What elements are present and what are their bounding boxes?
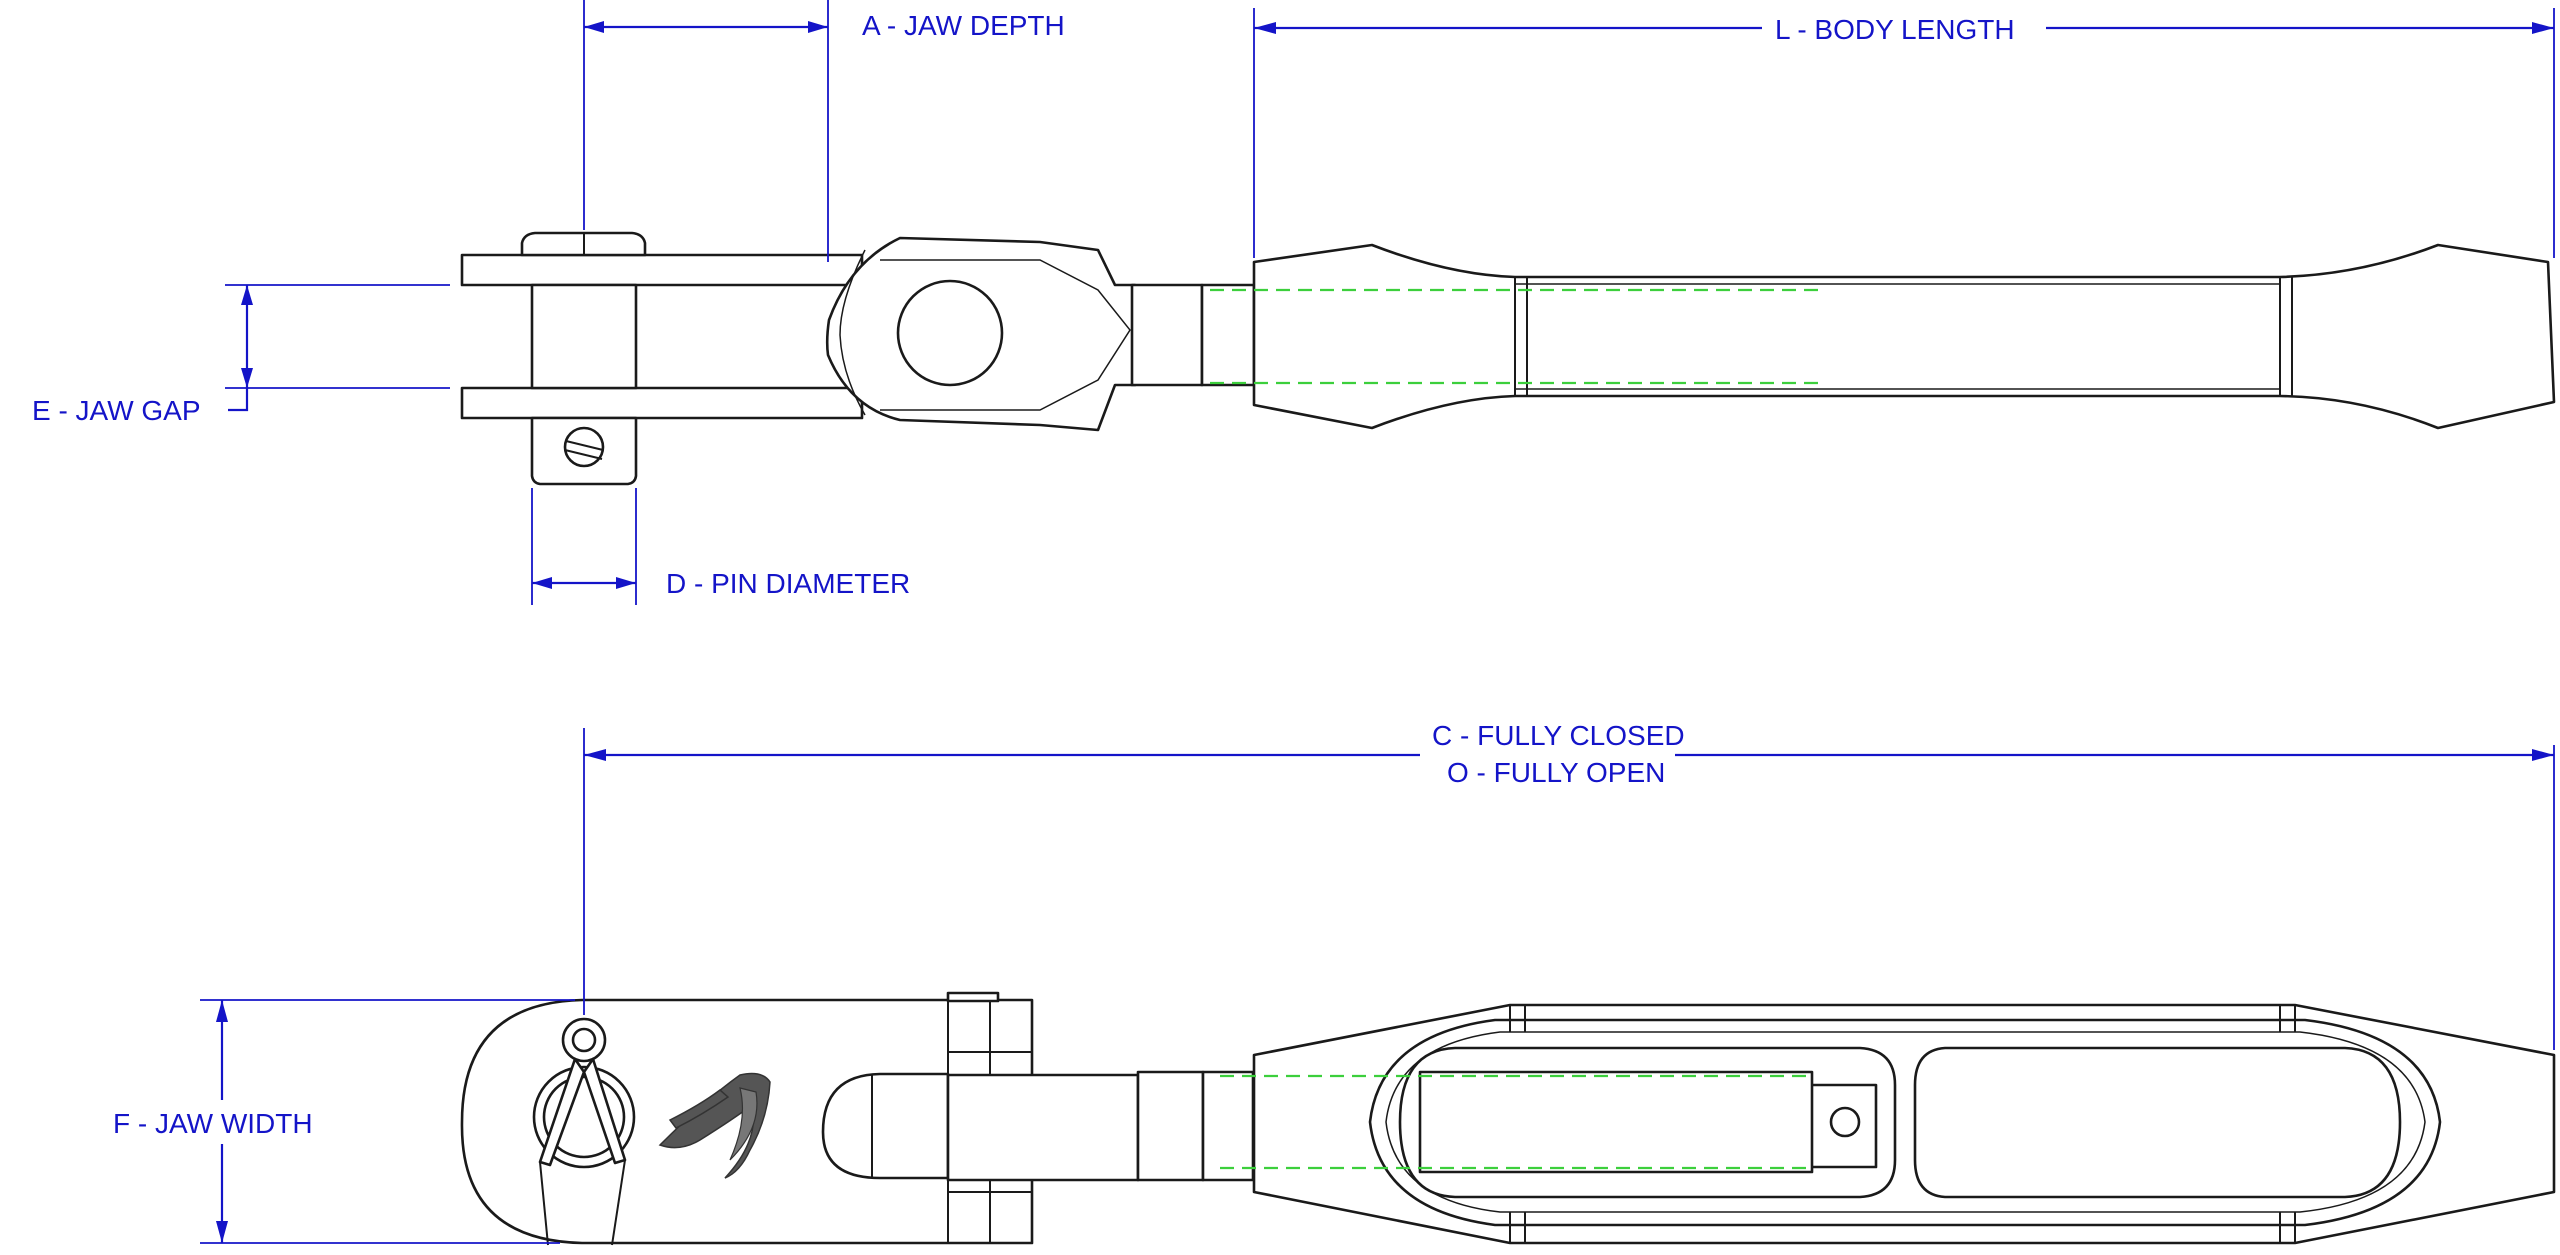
eye-pin-hole bbox=[896, 279, 1004, 387]
fully-closed-label: C - FULLY CLOSED bbox=[1432, 720, 1685, 751]
hayn-bird-logo-icon bbox=[658, 1072, 771, 1179]
dimensions-side-view: C - FULLY CLOSED O - FULLY OPEN F - JAW … bbox=[110, 720, 2555, 1244]
fork-jaw-top bbox=[460, 231, 864, 486]
turnbuckle-body-top bbox=[1210, 243, 2556, 430]
pin-diameter-label: D - PIN DIAMETER bbox=[666, 568, 910, 599]
cotter-pin-icon bbox=[538, 1017, 627, 1246]
turnbuckle-body-side bbox=[1220, 1003, 2556, 1245]
fully-open-label: O - FULLY OPEN bbox=[1447, 757, 1665, 788]
pin-slot-screw-icon bbox=[563, 426, 605, 468]
dimensions-top-view: A - JAW DEPTH L - BODY LENGTH E - JAW GA… bbox=[32, 0, 2555, 605]
eye-fitting-top bbox=[825, 236, 1256, 432]
fork-jaw-side bbox=[460, 991, 1034, 1246]
top-view: A - JAW DEPTH L - BODY LENGTH E - JAW GA… bbox=[32, 0, 2556, 605]
jaw-width-label: F - JAW WIDTH bbox=[113, 1108, 313, 1139]
jaw-depth-label: A - JAW DEPTH bbox=[862, 10, 1065, 41]
body-length-label: L - BODY LENGTH bbox=[1775, 14, 2015, 45]
eye-fitting-side bbox=[821, 1070, 1255, 1182]
jaw-gap-label: E - JAW GAP bbox=[32, 395, 201, 426]
side-view: C - FULLY CLOSED O - FULLY OPEN F - JAW … bbox=[110, 720, 2556, 1246]
